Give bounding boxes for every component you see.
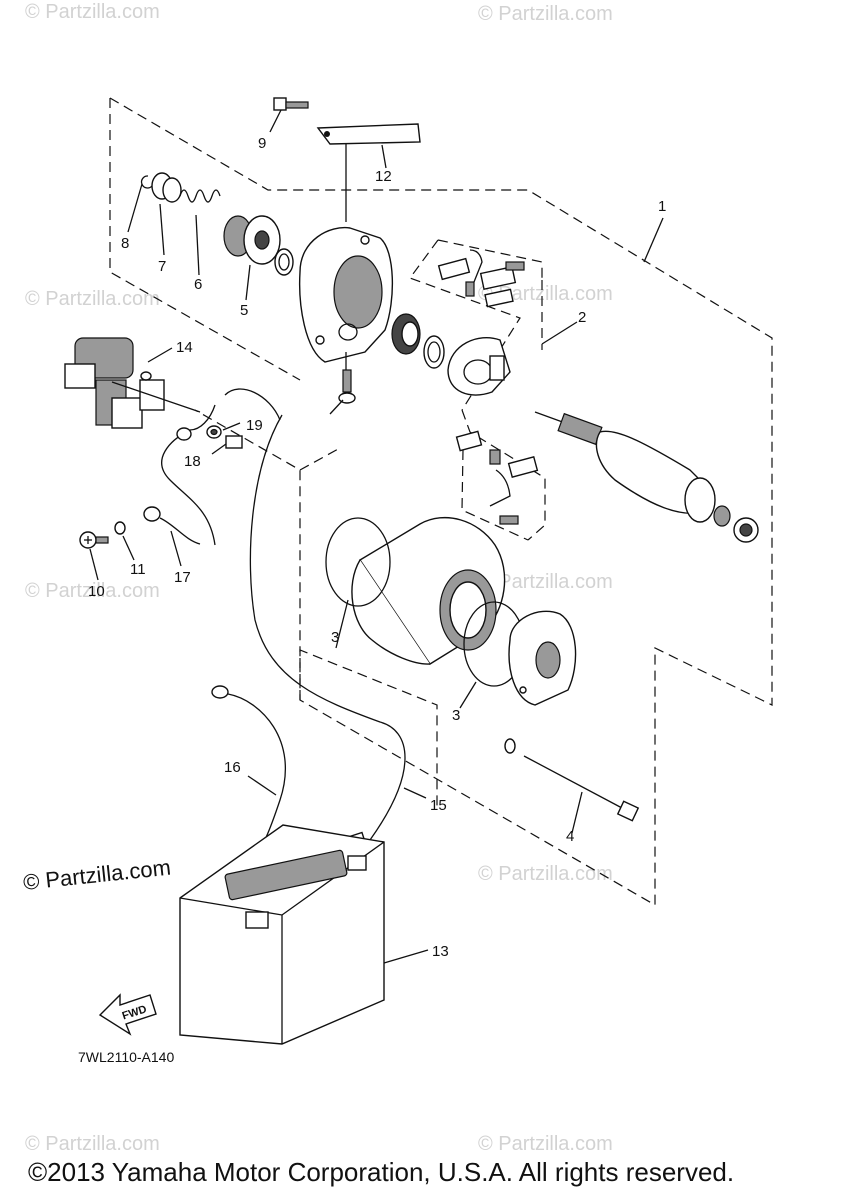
diagram-code: 7WL2110-A140 <box>78 1049 174 1065</box>
watermark-group: © Partzilla.com © Partzilla.com © Partzi… <box>25 1 613 1155</box>
part-18-bolt <box>211 435 243 455</box>
rear-cover <box>508 610 577 706</box>
callout-16: 16 <box>224 759 241 776</box>
watermark: © Partzilla.com <box>25 1 160 23</box>
watermark: © Partzilla.com <box>25 288 160 310</box>
callout-18: 18 <box>184 453 201 470</box>
callout-10: 10 <box>88 583 105 600</box>
assembly-outlines <box>109 97 773 907</box>
watermark: © Partzilla.com <box>25 1133 160 1155</box>
part-9-bolt <box>269 97 309 133</box>
terminal-bolt <box>329 369 356 415</box>
callout-14: 14 <box>176 339 193 356</box>
bearing <box>391 313 445 369</box>
part-13-battery <box>179 824 429 1045</box>
part-12-bracket <box>316 123 421 222</box>
part-17-lead-wire <box>143 388 281 567</box>
part-11-washer <box>114 521 135 561</box>
callout-19: 19 <box>246 417 263 434</box>
callout-13: 13 <box>432 943 449 960</box>
callout-4: 4 <box>566 828 574 845</box>
part-2-brush-holder <box>437 249 578 525</box>
watermark-prominent: © Partzilla.com <box>22 855 172 895</box>
callout-3: 3 <box>331 629 339 646</box>
part-5-pinion-gear <box>223 215 281 301</box>
part-8-circlip <box>127 175 153 233</box>
callout-12: 12 <box>375 168 392 185</box>
callout-15: 15 <box>430 797 447 814</box>
callout-11: 11 <box>130 561 146 578</box>
watermark: © Partzilla.com <box>478 571 613 593</box>
part-7-collar <box>151 172 182 256</box>
callout-labels: 1 2 3 3 4 5 6 7 8 9 10 11 12 13 14 15 16… <box>88 135 666 960</box>
armature <box>534 411 759 543</box>
copyright-notice: ©2013 Yamaha Motor Corporation, U.S.A. A… <box>28 1157 735 1187</box>
o-ring-small <box>274 248 294 276</box>
part-3-o-ring-front <box>325 517 391 649</box>
callout-5: 5 <box>240 302 248 319</box>
callout-1: 1 <box>658 198 666 215</box>
callout-8: 8 <box>121 235 129 252</box>
watermark: © Partzilla.com <box>478 1133 613 1155</box>
fwd-arrow-icon: FWD <box>98 993 157 1036</box>
part-4-through-bolt <box>504 738 640 834</box>
part-14-starter-relay <box>64 337 201 429</box>
yoke-housing <box>351 516 506 665</box>
callout-7: 7 <box>158 258 166 275</box>
watermark: © Partzilla.com <box>478 863 613 885</box>
part-19-washer <box>206 422 241 439</box>
callout-9: 9 <box>258 135 266 152</box>
watermark: © Partzilla.com <box>478 3 613 25</box>
callout-6: 6 <box>194 276 202 293</box>
part-6-spring <box>179 189 221 276</box>
callout-2: 2 <box>578 309 586 326</box>
front-cover <box>298 226 394 370</box>
part-10-screw <box>79 531 109 581</box>
callout-17: 17 <box>174 569 191 586</box>
callout-3: 3 <box>452 707 460 724</box>
watermark: © Partzilla.com <box>25 580 160 602</box>
